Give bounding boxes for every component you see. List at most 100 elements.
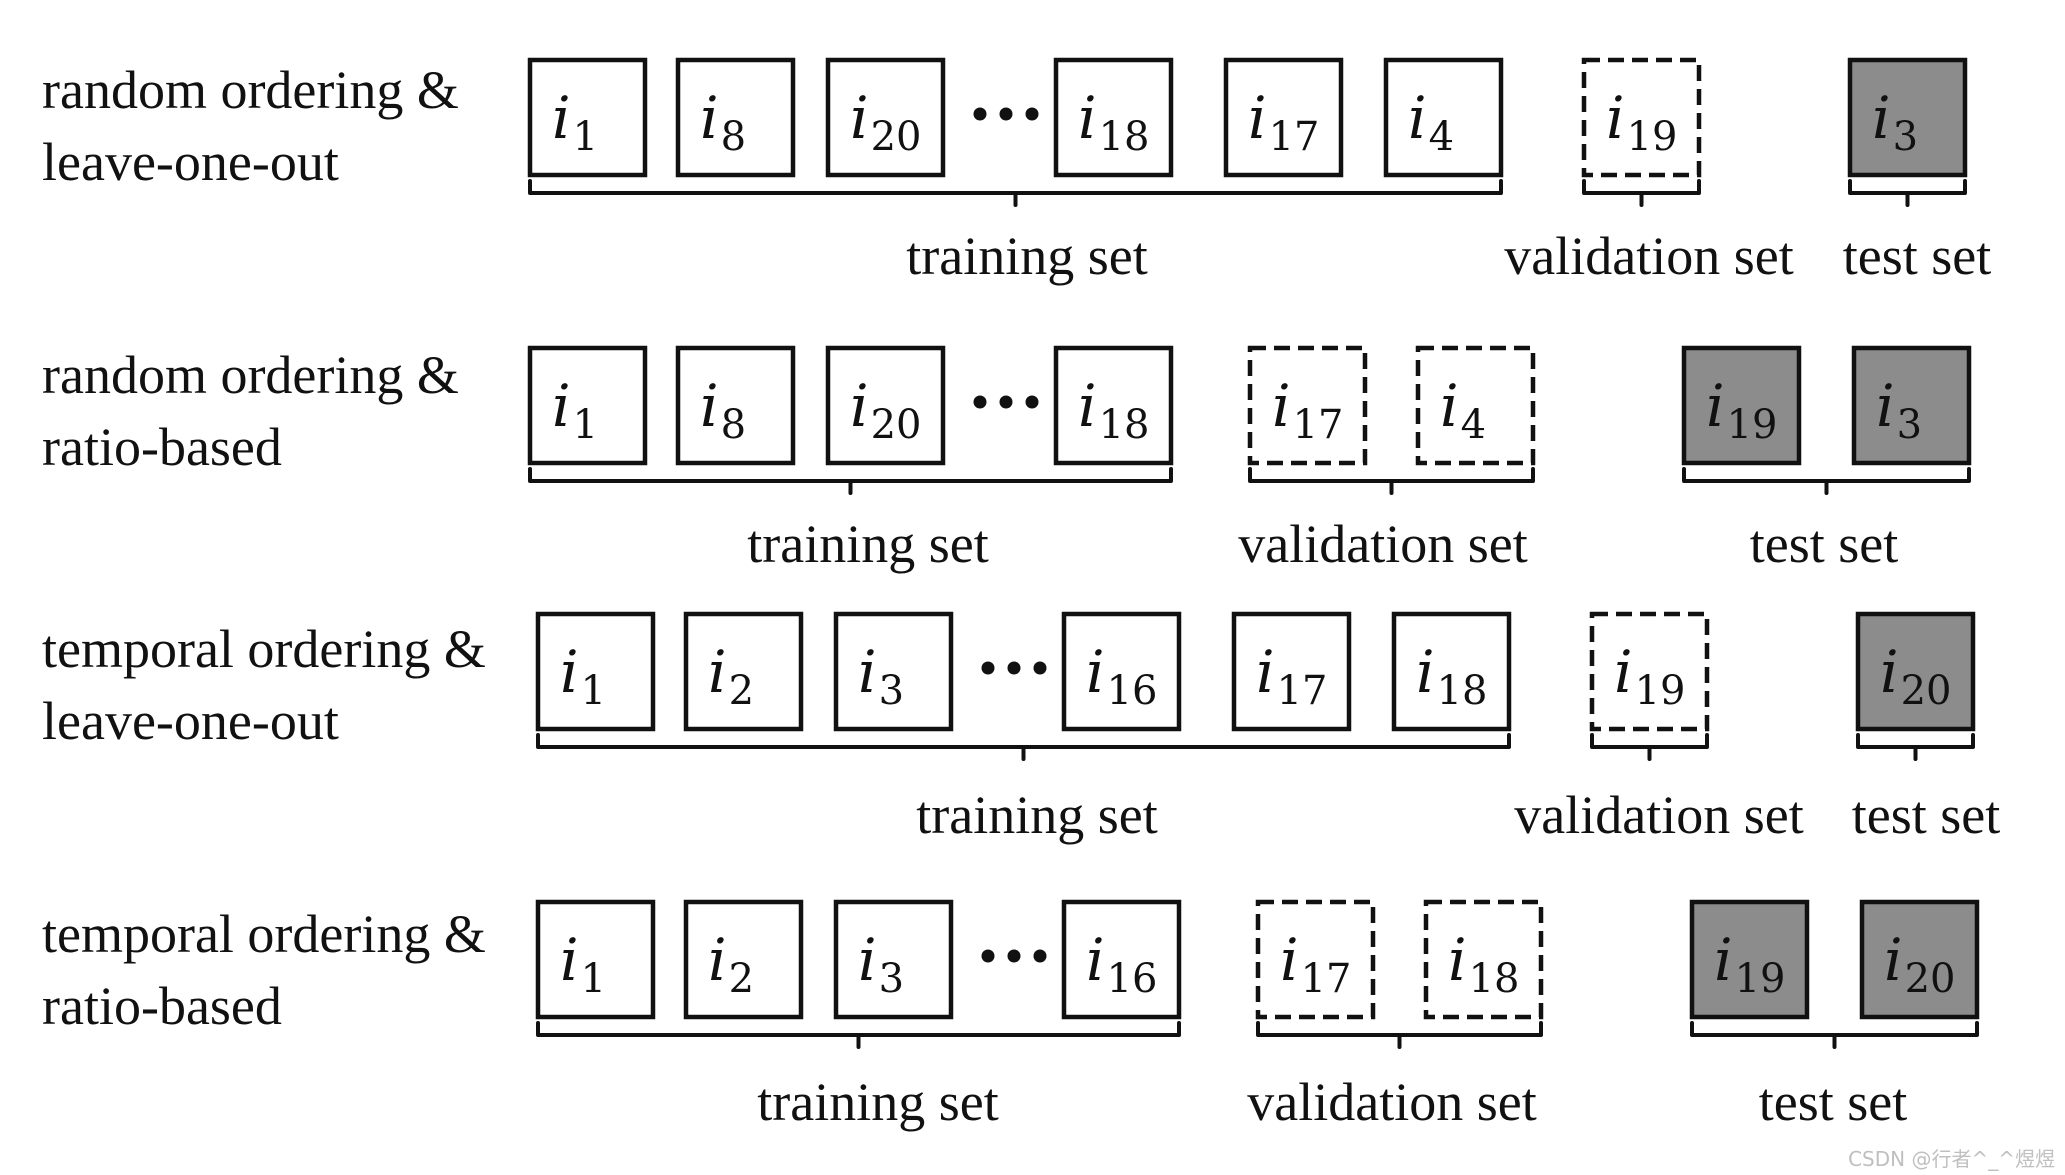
- training-set-label: training set: [747, 514, 988, 574]
- validation-set-label: validation set: [1238, 514, 1527, 574]
- ellipsis-dot: [1033, 949, 1047, 963]
- item-box: i8: [675, 345, 796, 466]
- solid-box: [1391, 611, 1512, 732]
- item-label: i16: [1086, 926, 1157, 1002]
- solid-box: [675, 57, 796, 178]
- row-label-line: ratio-based: [42, 976, 282, 1036]
- filled-box: [1681, 345, 1802, 466]
- item-subscript: 19: [1635, 668, 1686, 714]
- item-label: i2: [708, 926, 754, 1002]
- group-brace: [528, 179, 1503, 207]
- item-label: i1: [552, 372, 598, 448]
- item-label: i3: [1876, 372, 1922, 448]
- item-subscript: 18: [1099, 114, 1150, 160]
- solid-box: [833, 899, 954, 1020]
- filled-box: [1851, 345, 1972, 466]
- solid-box: [535, 899, 656, 1020]
- item-box: i17: [1231, 611, 1352, 732]
- item-subscript: 17: [1301, 956, 1352, 1002]
- item-subscript: 20: [871, 402, 922, 448]
- item-box: i1: [527, 345, 648, 466]
- item-box: i18: [1053, 345, 1174, 466]
- ellipsis-dot: [999, 107, 1013, 121]
- item-letter: i: [700, 372, 719, 440]
- item-subscript: 19: [1627, 114, 1678, 160]
- training-set-group: i1 i2 i3 i16 training set: [535, 899, 1182, 1132]
- item-subscript: 19: [1735, 956, 1786, 1002]
- validation-set-group: i17 i4 validation set: [1238, 345, 1536, 574]
- item-box: i1: [527, 57, 648, 178]
- solid-box: [825, 57, 946, 178]
- item-letter: i: [858, 638, 877, 706]
- item-letter: i: [1614, 638, 1633, 706]
- item-subscript: 1: [573, 114, 598, 160]
- item-subscript: 18: [1099, 402, 1150, 448]
- item-letter: i: [708, 638, 727, 706]
- item-subscript: 20: [1901, 668, 1952, 714]
- item-letter: i: [1086, 638, 1105, 706]
- dashed-box: [1581, 57, 1702, 178]
- item-letter: i: [700, 84, 719, 152]
- item-label: i3: [858, 926, 904, 1002]
- item-label: i20: [850, 372, 921, 448]
- item-box: i20: [1855, 611, 1976, 732]
- group-brace: [1582, 179, 1701, 207]
- training-set-label: training set: [906, 226, 1147, 286]
- training-set-label: training set: [757, 1072, 998, 1132]
- dashed-box: [1255, 899, 1376, 1020]
- item-label: i20: [1884, 926, 1955, 1002]
- training-set-label: training set: [916, 785, 1157, 845]
- row-label-line: temporal ordering &: [42, 619, 486, 679]
- item-subscript: 2: [729, 668, 754, 714]
- item-label: i17: [1256, 638, 1327, 714]
- item-letter: i: [1876, 372, 1895, 440]
- item-subscript: 1: [573, 402, 598, 448]
- item-box: i3: [833, 611, 954, 732]
- watermark: CSDN @行者^_^煜煜: [1848, 1147, 2055, 1171]
- item-letter: i: [850, 84, 869, 152]
- item-subscript: 18: [1469, 956, 1520, 1002]
- ellipsis-dot: [1007, 661, 1021, 675]
- item-box: i16: [1061, 899, 1182, 1020]
- item-label: i20: [850, 84, 921, 160]
- item-label: i17: [1280, 926, 1351, 1002]
- item-subscript: 17: [1293, 402, 1344, 448]
- item-subscript: 17: [1269, 114, 1320, 160]
- item-subscript: 1: [581, 956, 606, 1002]
- item-subscript: 20: [871, 114, 922, 160]
- row-label-line: random ordering &: [42, 345, 459, 405]
- item-letter: i: [560, 638, 579, 706]
- item-letter: i: [1448, 926, 1467, 994]
- validation-set-label: validation set: [1504, 226, 1793, 286]
- item-letter: i: [1280, 926, 1299, 994]
- item-box: i8: [675, 57, 796, 178]
- item-label: i18: [1416, 638, 1487, 714]
- item-label: i17: [1272, 372, 1343, 448]
- filled-box: [1847, 57, 1968, 178]
- item-box: i2: [683, 899, 804, 1020]
- solid-box: [683, 899, 804, 1020]
- filled-box: [1859, 899, 1980, 1020]
- item-label: i19: [1614, 638, 1685, 714]
- item-label: i1: [560, 926, 606, 1002]
- group-brace: [1248, 467, 1535, 495]
- test-set-label: test set: [1852, 785, 2000, 845]
- group-brace: [528, 467, 1173, 495]
- item-label: i16: [1086, 638, 1157, 714]
- solid-box: [683, 611, 804, 732]
- ellipsis-dot: [1033, 661, 1047, 675]
- item-box: i20: [825, 345, 946, 466]
- group-brace: [1682, 467, 1971, 495]
- item-letter: i: [1884, 926, 1903, 994]
- item-label: i4: [1440, 372, 1486, 448]
- test-set-label: test set: [1759, 1072, 1907, 1132]
- item-subscript: 3: [879, 668, 904, 714]
- item-letter: i: [560, 926, 579, 994]
- item-letter: i: [1872, 84, 1891, 152]
